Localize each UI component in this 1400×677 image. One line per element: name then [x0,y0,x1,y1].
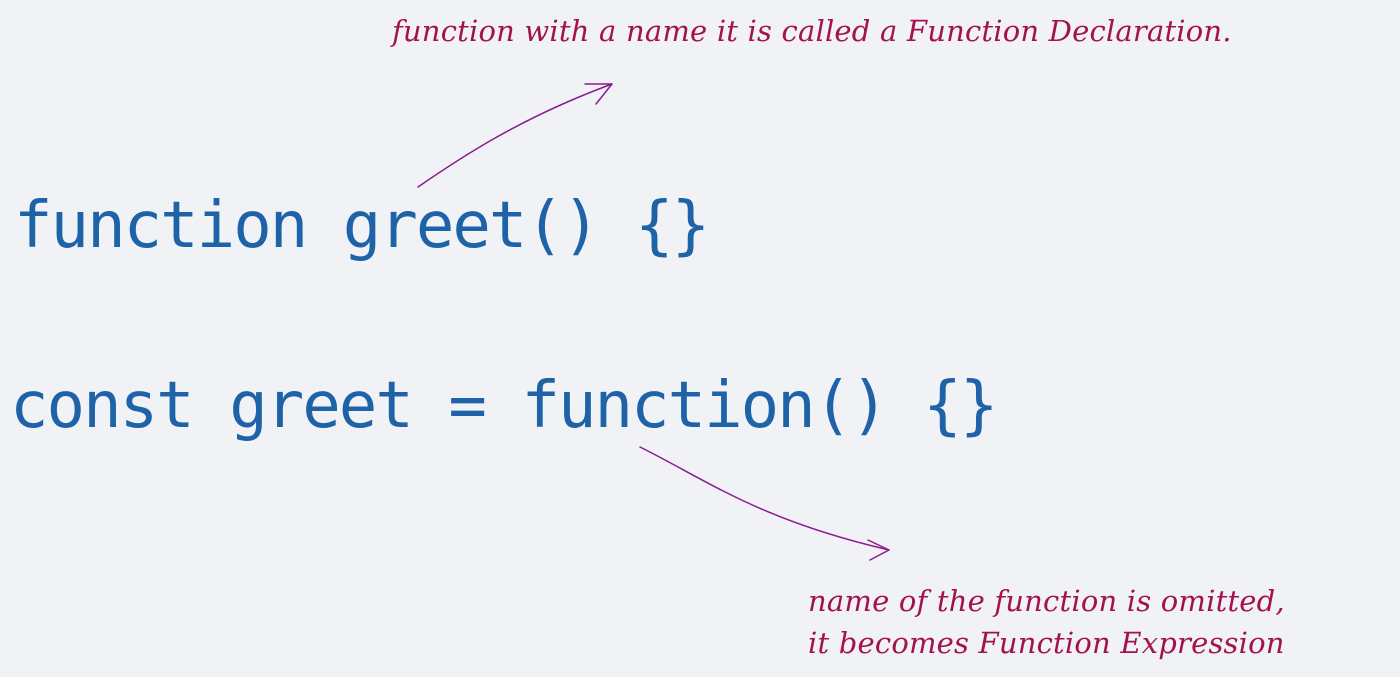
expression-annotation-line-2: it becomes Function Expression [808,626,1285,660]
function-expression-code: const greet = function() {} [10,369,998,443]
arrow-to-expression-note [639,446,890,561]
expression-annotation-line-1: name of the function is omitted, [808,584,1285,618]
declaration-annotation: function with a name it is called a Func… [392,14,1232,48]
arrow-to-declaration-note [417,83,613,188]
expression-annotation: name of the function is omitted, it beco… [808,580,1285,664]
function-declaration-code: function greet() {} [14,189,710,263]
